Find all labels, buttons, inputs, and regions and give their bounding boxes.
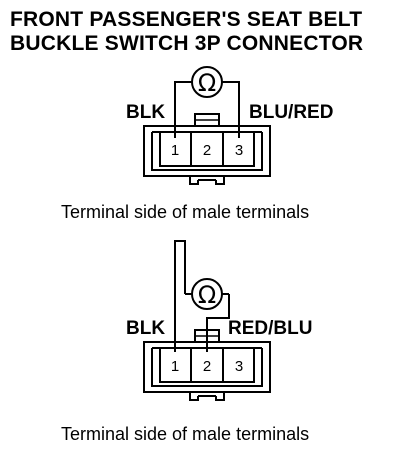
wire-label-right-2: RED/BLU bbox=[228, 318, 312, 339]
pin-1-label: 1 bbox=[171, 358, 179, 375]
connector-diagram-1: Ω BLK BLU/RED 1 bbox=[61, 66, 333, 222]
connector-diagram-2: Ω BLK RED/BLU 1 2 3 Terminal side bbox=[61, 240, 312, 444]
lead-wire-left-1 bbox=[174, 81, 185, 138]
ohmmeter-1: Ω bbox=[185, 66, 229, 98]
pin-1-label: 1 bbox=[171, 142, 179, 159]
ohm-symbol: Ω bbox=[198, 69, 216, 97]
wire-label-left-1: BLK bbox=[126, 102, 165, 123]
pin-2-label: 2 bbox=[203, 358, 211, 375]
caption-1: Terminal side of male terminals bbox=[61, 202, 309, 222]
pin-3-label: 3 bbox=[235, 358, 243, 375]
wire-label-right-1: BLU/RED bbox=[249, 102, 333, 123]
title-line-2: BUCKLE SWITCH 3P CONNECTOR bbox=[10, 32, 363, 55]
lead-wire-right-1 bbox=[229, 81, 240, 138]
connector-body-1 bbox=[143, 113, 271, 185]
pin-3-label: 3 bbox=[235, 142, 243, 159]
lead-wire-left-2 bbox=[174, 240, 186, 352]
ohm-symbol: Ω bbox=[198, 281, 216, 309]
title-line-1: FRONT PASSENGER'S SEAT BELT bbox=[10, 8, 362, 31]
ohmmeter-2: Ω bbox=[185, 278, 229, 310]
ohmmeter-circle-icon bbox=[191, 278, 223, 310]
ohmmeter-circle-icon bbox=[191, 66, 223, 98]
lead-wire-right-2 bbox=[206, 294, 230, 352]
pin-2-label: 2 bbox=[203, 142, 211, 159]
connector-body-2 bbox=[143, 329, 271, 401]
wire-label-left-2: BLK bbox=[126, 318, 165, 339]
caption-2: Terminal side of male terminals bbox=[61, 424, 309, 444]
